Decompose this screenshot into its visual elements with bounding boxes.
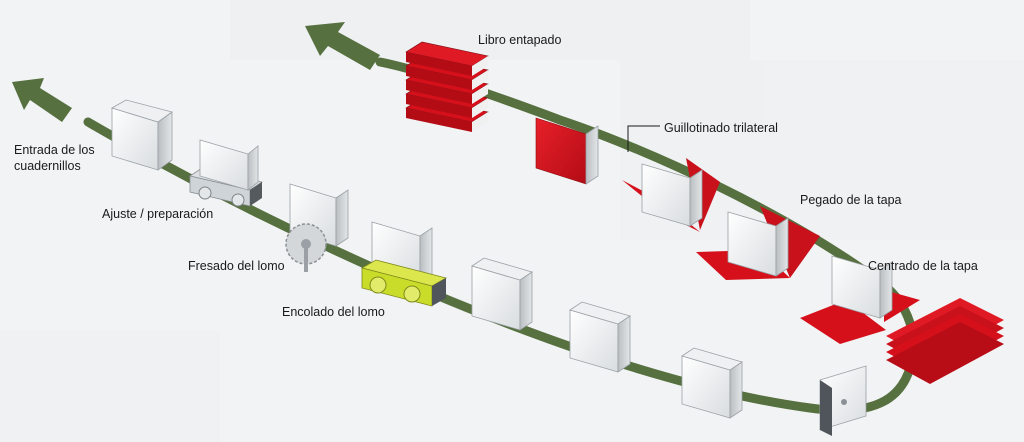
milling-station bbox=[285, 183, 349, 272]
label-libro: Libro entapado bbox=[478, 33, 562, 47]
label-fresado: Fresado del lomo bbox=[188, 259, 285, 273]
adjustment-machine bbox=[189, 139, 263, 207]
glue-roller-icon bbox=[360, 259, 448, 307]
cover-centering-station bbox=[800, 255, 1004, 384]
saw-blade-icon bbox=[285, 223, 327, 272]
label-entrada: Entrada de los cuadernillos bbox=[14, 143, 95, 173]
book-block bbox=[681, 347, 743, 419]
trimming-station bbox=[622, 125, 720, 232]
guillotine-callout-line bbox=[627, 125, 660, 152]
finished-book-stack bbox=[405, 41, 489, 132]
book-block bbox=[471, 257, 533, 331]
entry-arrow-icon bbox=[12, 78, 72, 122]
book-block bbox=[819, 365, 867, 436]
label-pegado: Pegado de la tapa bbox=[800, 193, 902, 207]
gluing-station bbox=[360, 221, 448, 307]
label-ajuste: Ajuste / preparación bbox=[102, 207, 214, 221]
signature-block bbox=[110, 99, 173, 171]
label-centrado: Centrado de la tapa bbox=[868, 259, 978, 273]
book-block bbox=[569, 301, 631, 373]
covered-book bbox=[535, 117, 599, 185]
label-encolado: Encolado del lomo bbox=[282, 305, 385, 319]
cover-gluing-station bbox=[696, 206, 820, 280]
exit-arrow-icon bbox=[305, 22, 380, 70]
label-guillotinado: Guillotinado trilateral bbox=[664, 121, 778, 135]
